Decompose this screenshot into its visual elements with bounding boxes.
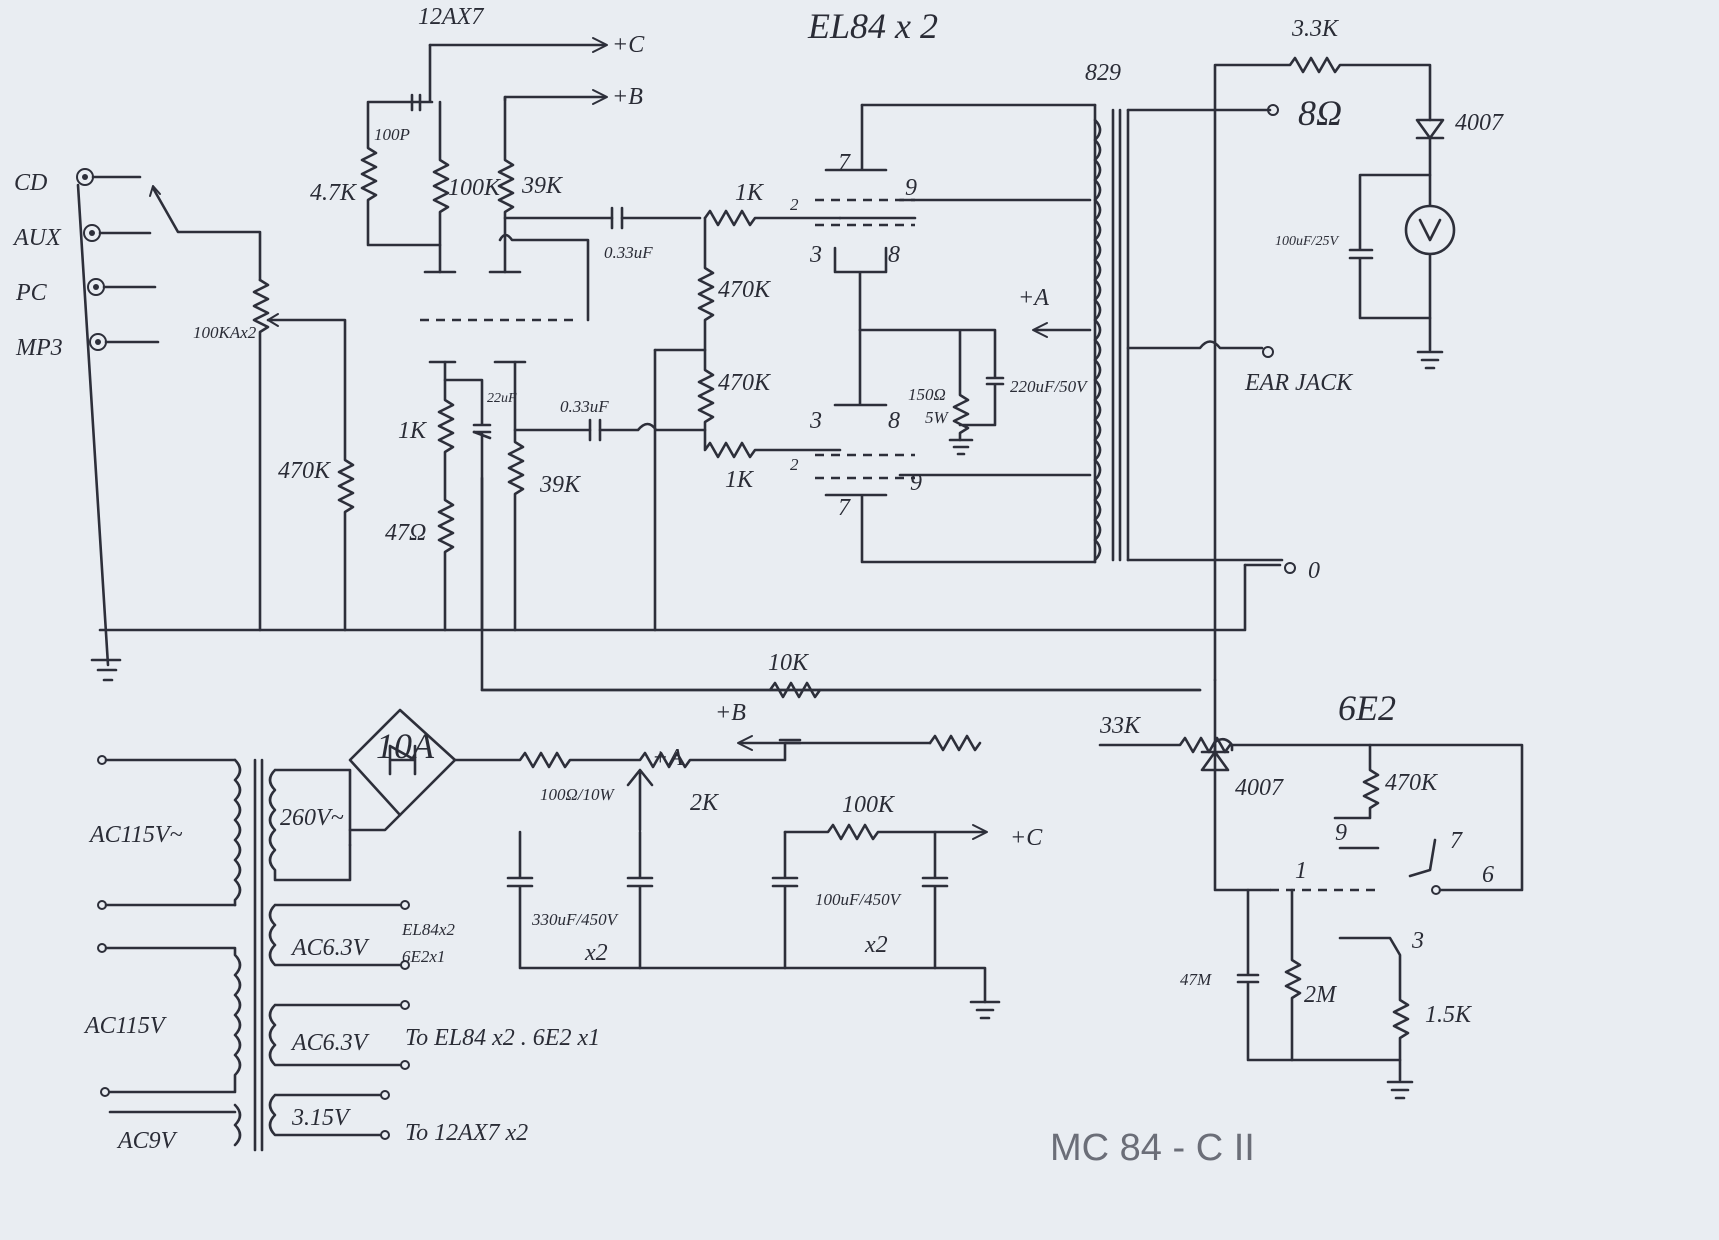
- r-100k-plate-label: 100K: [448, 175, 502, 201]
- r-100k-ps-label: 100K: [842, 792, 896, 818]
- ac-primary-2-label: AC115V: [83, 1013, 167, 1039]
- r-470k-grid-bot-label: 470K: [718, 370, 772, 396]
- r-1k-grid-bot-label: 1K: [725, 467, 755, 493]
- pin-6e2-9: 9: [1335, 820, 1347, 846]
- r-100-10w-label: 100Ω/10W: [540, 785, 616, 804]
- pin-top-2: 2: [790, 195, 799, 214]
- input-label-aux: AUX: [12, 225, 62, 251]
- pin-top-7: 7: [838, 150, 851, 176]
- c-100uf-25v-label: 100uF/25V: [1275, 234, 1339, 249]
- c-220uf-label: 220uF/50V: [1010, 377, 1089, 396]
- sec-heater-1-label: AC6.3V: [290, 935, 370, 961]
- rail-plus-c-label: +C: [612, 32, 645, 58]
- r-1k-grid-top-label: 1K: [735, 180, 765, 206]
- input-labels: CD AUX PC MP3: [12, 170, 63, 361]
- pin-top-8: 8: [888, 242, 900, 268]
- tap-8-label: 8Ω: [1298, 93, 1342, 133]
- ground-bus: [98, 563, 1247, 632]
- tap-0-label: 0: [1308, 558, 1320, 584]
- ot-label: 829: [1085, 60, 1121, 86]
- sec-heater-3-label: 3.15V: [291, 1105, 351, 1131]
- ear-jack-label: EAR JACK: [1244, 370, 1354, 396]
- pin-bot-9: 9: [910, 470, 922, 496]
- rail-plus-a-ps-label: +A: [652, 745, 683, 771]
- r-1k5-label: 1.5K: [1425, 1002, 1473, 1028]
- r-470k-input-label: 470K: [278, 458, 332, 484]
- c-330-qty-label: x2: [584, 940, 608, 966]
- r-10k-fb-label: 10K: [768, 650, 810, 676]
- r-150-cathode-label: 150Ω: [908, 385, 946, 404]
- r-470k-6e2-label: 470K: [1385, 770, 1439, 796]
- sec-heater-1-note-b: 6E2x1: [402, 947, 445, 966]
- fuse-10a-label: 10A: [376, 726, 435, 766]
- ac-aux-label: AC9V: [116, 1128, 178, 1154]
- c-100uf-450-label: 100uF/450V: [815, 890, 903, 909]
- schematic-title: MC 84 - C II: [1050, 1127, 1255, 1169]
- r-2m-label: 2M: [1304, 982, 1338, 1008]
- input-label-cd: CD: [14, 170, 47, 196]
- r-4k7-label: 4.7K: [310, 180, 358, 206]
- pin-bot-2: 2: [790, 455, 799, 474]
- pin-6e2-1: 1: [1295, 858, 1307, 884]
- r-2k-label: 2K: [690, 790, 720, 816]
- c-cathode-bypass-label: 22uF: [487, 391, 517, 406]
- indicator-tube-label: 6E2: [1338, 688, 1396, 728]
- c-033-bot-label: 0.33uF: [560, 397, 609, 416]
- r-150-watt-label: 5W: [925, 408, 950, 427]
- sec-heater-1-note-a: EL84x2: [401, 920, 455, 939]
- indicator-6e2: 6E2 33K 4007 470K 47M 2M 1.5K 9 7 1 6 3: [778, 678, 1524, 1100]
- c-47m-label: 47M: [1180, 970, 1212, 989]
- c-100p-label: 100P: [374, 125, 410, 144]
- ac-primary-1-label: AC115V~: [88, 822, 183, 848]
- c-100-qty-label: x2: [864, 932, 888, 958]
- c-033-top-label: 0.33uF: [604, 243, 653, 262]
- output-transformer: 829 8Ω 0 EAR JACK: [1085, 60, 1354, 584]
- output-tubes-label: EL84 x 2: [807, 6, 938, 46]
- pin-bot-3: 3: [809, 408, 822, 434]
- input-selector: [76, 168, 262, 682]
- el84-output-stage: EL84 x 2 +A 1K 1K 470K 470K 150Ω 5W 220u…: [697, 6, 1097, 564]
- preamp-tube-label: 12AX7: [418, 4, 484, 30]
- pin-6e2-6: 6: [1482, 862, 1494, 888]
- pin-top-3: 3: [809, 242, 822, 268]
- d-4007-out-label: 4007: [1455, 110, 1504, 136]
- r-1k-cathode-label: 1K: [398, 418, 428, 444]
- vu-meter-section: 3.3K 4007 100uF/25V 10K: [480, 16, 1504, 699]
- rail-plus-b-label: +B: [612, 84, 643, 110]
- sec-heater-2-label: AC6.3V: [290, 1030, 370, 1056]
- sec-heater-2-note: To EL84 x2 . 6E2 x1: [405, 1025, 600, 1051]
- rail-plus-a-label: +A: [1018, 285, 1049, 311]
- rail-plus-c-ps-label: +C: [1010, 825, 1043, 851]
- r-47-cathode-label: 47Ω: [385, 520, 426, 546]
- sec-hv-label: 260V~: [280, 805, 344, 831]
- volume-pot: 100KAx2 470K: [193, 278, 355, 632]
- pin-6e2-7: 7: [1450, 828, 1463, 854]
- c-330uf-label: 330uF/450V: [531, 910, 620, 929]
- sec-heater-3-note: To 12AX7 x2: [405, 1120, 528, 1146]
- rail-plus-b-ps-label: +B: [715, 700, 746, 726]
- preamp-12ax7: 12AX7 100P 4.7K 100K 39K 0.33uF 0.33uF 1…: [310, 4, 1202, 692]
- r-3k3-label: 3.3K: [1291, 16, 1340, 42]
- power-supply: AC115V~ AC115V AC9V 260V~ AC6.3V EL84x2 …: [83, 32, 1043, 1154]
- pin-6e2-3: 3: [1411, 928, 1424, 954]
- input-label-pc: PC: [15, 280, 48, 306]
- r-470k-grid-top-label: 470K: [718, 277, 772, 303]
- pot-label: 100KAx2: [193, 323, 257, 342]
- pin-top-9: 9: [905, 175, 917, 201]
- r-33k-label: 33K: [1099, 713, 1142, 739]
- pin-bot-7: 7: [838, 495, 851, 521]
- r-39k-top-label: 39K: [521, 173, 564, 199]
- d-4007-6e2-label: 4007: [1235, 775, 1284, 801]
- input-label-mp3: MP3: [15, 335, 63, 361]
- r-39k-bot-label: 39K: [539, 472, 582, 498]
- pin-bot-8: 8: [888, 408, 900, 434]
